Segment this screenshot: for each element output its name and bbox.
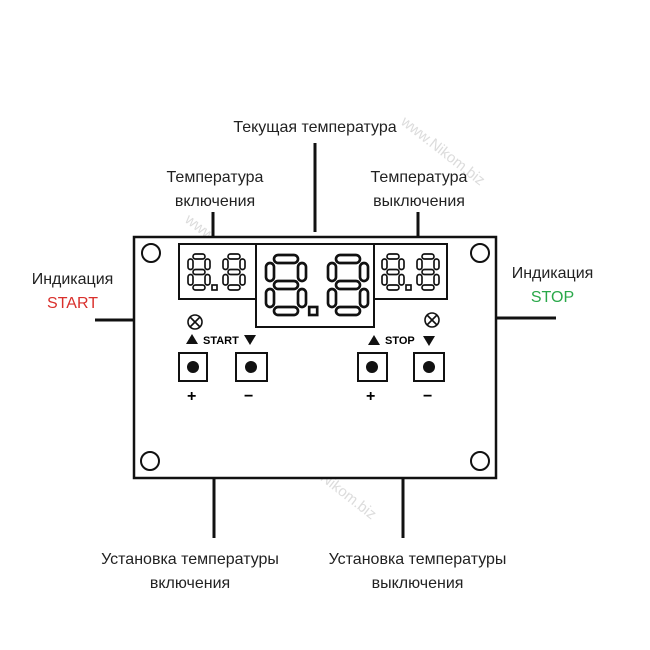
down-arrow-icon xyxy=(423,336,435,346)
segment xyxy=(334,305,362,317)
mounting-hole-icon xyxy=(140,451,160,471)
label-indication-start: Индикация START xyxy=(10,268,135,316)
set-on-line1: Установка температуры xyxy=(101,551,279,568)
segment xyxy=(187,273,194,286)
off-temp-line2: выключения xyxy=(373,193,465,210)
on-temp-line2: включения xyxy=(174,193,256,210)
led-stop-icon xyxy=(424,312,440,328)
mounting-hole-icon xyxy=(141,243,161,263)
stop-minus-sign: − xyxy=(423,388,432,405)
stop-board-label: STOP xyxy=(385,335,415,347)
stop-minus-button[interactable] xyxy=(413,352,445,382)
segment xyxy=(416,273,423,286)
segment xyxy=(239,258,246,271)
segment xyxy=(386,284,400,291)
segment xyxy=(222,273,229,286)
start-minus-sign: − xyxy=(244,388,253,405)
segment xyxy=(272,253,300,265)
label-set-off-temperature: Установка температуры выключения xyxy=(305,548,530,596)
segment xyxy=(433,258,440,271)
mounting-hole-icon xyxy=(470,451,490,471)
down-arrow-icon xyxy=(244,335,256,345)
on-temp-line1: Температура xyxy=(166,169,264,186)
segment xyxy=(192,284,206,291)
stop-plus-sign: + xyxy=(366,388,375,405)
led-start-icon xyxy=(187,314,203,330)
segment xyxy=(272,305,300,317)
set-off-line2: выключения xyxy=(371,575,464,592)
segment xyxy=(239,273,246,286)
segment xyxy=(381,258,388,271)
segment xyxy=(227,268,241,276)
left-display-digits xyxy=(187,253,246,291)
segment xyxy=(264,261,276,283)
current-temp-text: Текущая температура xyxy=(233,119,397,136)
up-arrow-icon xyxy=(186,334,198,344)
segment xyxy=(334,253,362,265)
segment xyxy=(222,258,229,271)
start-plus-button[interactable] xyxy=(178,352,208,382)
right-display-digits xyxy=(381,253,440,291)
segment xyxy=(334,279,362,291)
segment xyxy=(192,253,206,260)
label-on-temperature: Температура включения xyxy=(140,166,290,214)
segment xyxy=(204,273,211,286)
segment xyxy=(296,261,308,283)
segment xyxy=(272,279,300,291)
mounting-holes xyxy=(140,243,490,471)
segment xyxy=(192,268,206,276)
segment xyxy=(386,268,400,276)
center-display-digits xyxy=(264,253,370,317)
segment xyxy=(187,258,194,271)
stop-plus-button[interactable] xyxy=(357,352,388,382)
segment xyxy=(433,273,440,286)
up-arrow-icon xyxy=(368,335,380,345)
set-off-line1: Установка температуры xyxy=(328,551,507,568)
segment xyxy=(326,261,338,283)
segment xyxy=(421,253,435,260)
segment xyxy=(358,287,370,309)
segment xyxy=(381,273,388,286)
segment xyxy=(227,253,241,260)
set-on-line2: включения xyxy=(149,575,231,592)
segment xyxy=(227,284,241,291)
mounting-hole-icon xyxy=(470,243,490,263)
label-indication-stop: Индикация STOP xyxy=(490,262,615,310)
label-off-temperature: Температура выключения xyxy=(344,166,494,214)
decimal-point xyxy=(211,284,218,291)
segment xyxy=(386,253,400,260)
watermark-text-1: www.Nikom.biz xyxy=(397,113,488,190)
segment xyxy=(421,268,435,276)
segment xyxy=(421,284,435,291)
start-board-label: START xyxy=(203,335,239,347)
label-current-temperature: Текущая температура xyxy=(200,116,430,140)
segment xyxy=(264,287,276,309)
start-plus-sign: + xyxy=(187,388,196,405)
segment xyxy=(326,287,338,309)
off-temp-line1: Температура xyxy=(370,169,468,186)
segment xyxy=(416,258,423,271)
segment xyxy=(204,258,211,271)
ind-start-line1: Индикация xyxy=(31,271,114,288)
label-set-on-temperature: Установка температуры включения xyxy=(80,548,300,596)
segment xyxy=(358,261,370,283)
decimal-point xyxy=(307,305,319,317)
ind-start-line2: START xyxy=(47,295,98,312)
segment xyxy=(398,258,405,271)
segment xyxy=(398,273,405,286)
decimal-point xyxy=(405,284,412,291)
ind-stop-line1: Индикация xyxy=(511,265,594,282)
start-minus-button[interactable] xyxy=(235,352,268,382)
segment xyxy=(296,287,308,309)
ind-stop-line2: STOP xyxy=(530,289,575,306)
